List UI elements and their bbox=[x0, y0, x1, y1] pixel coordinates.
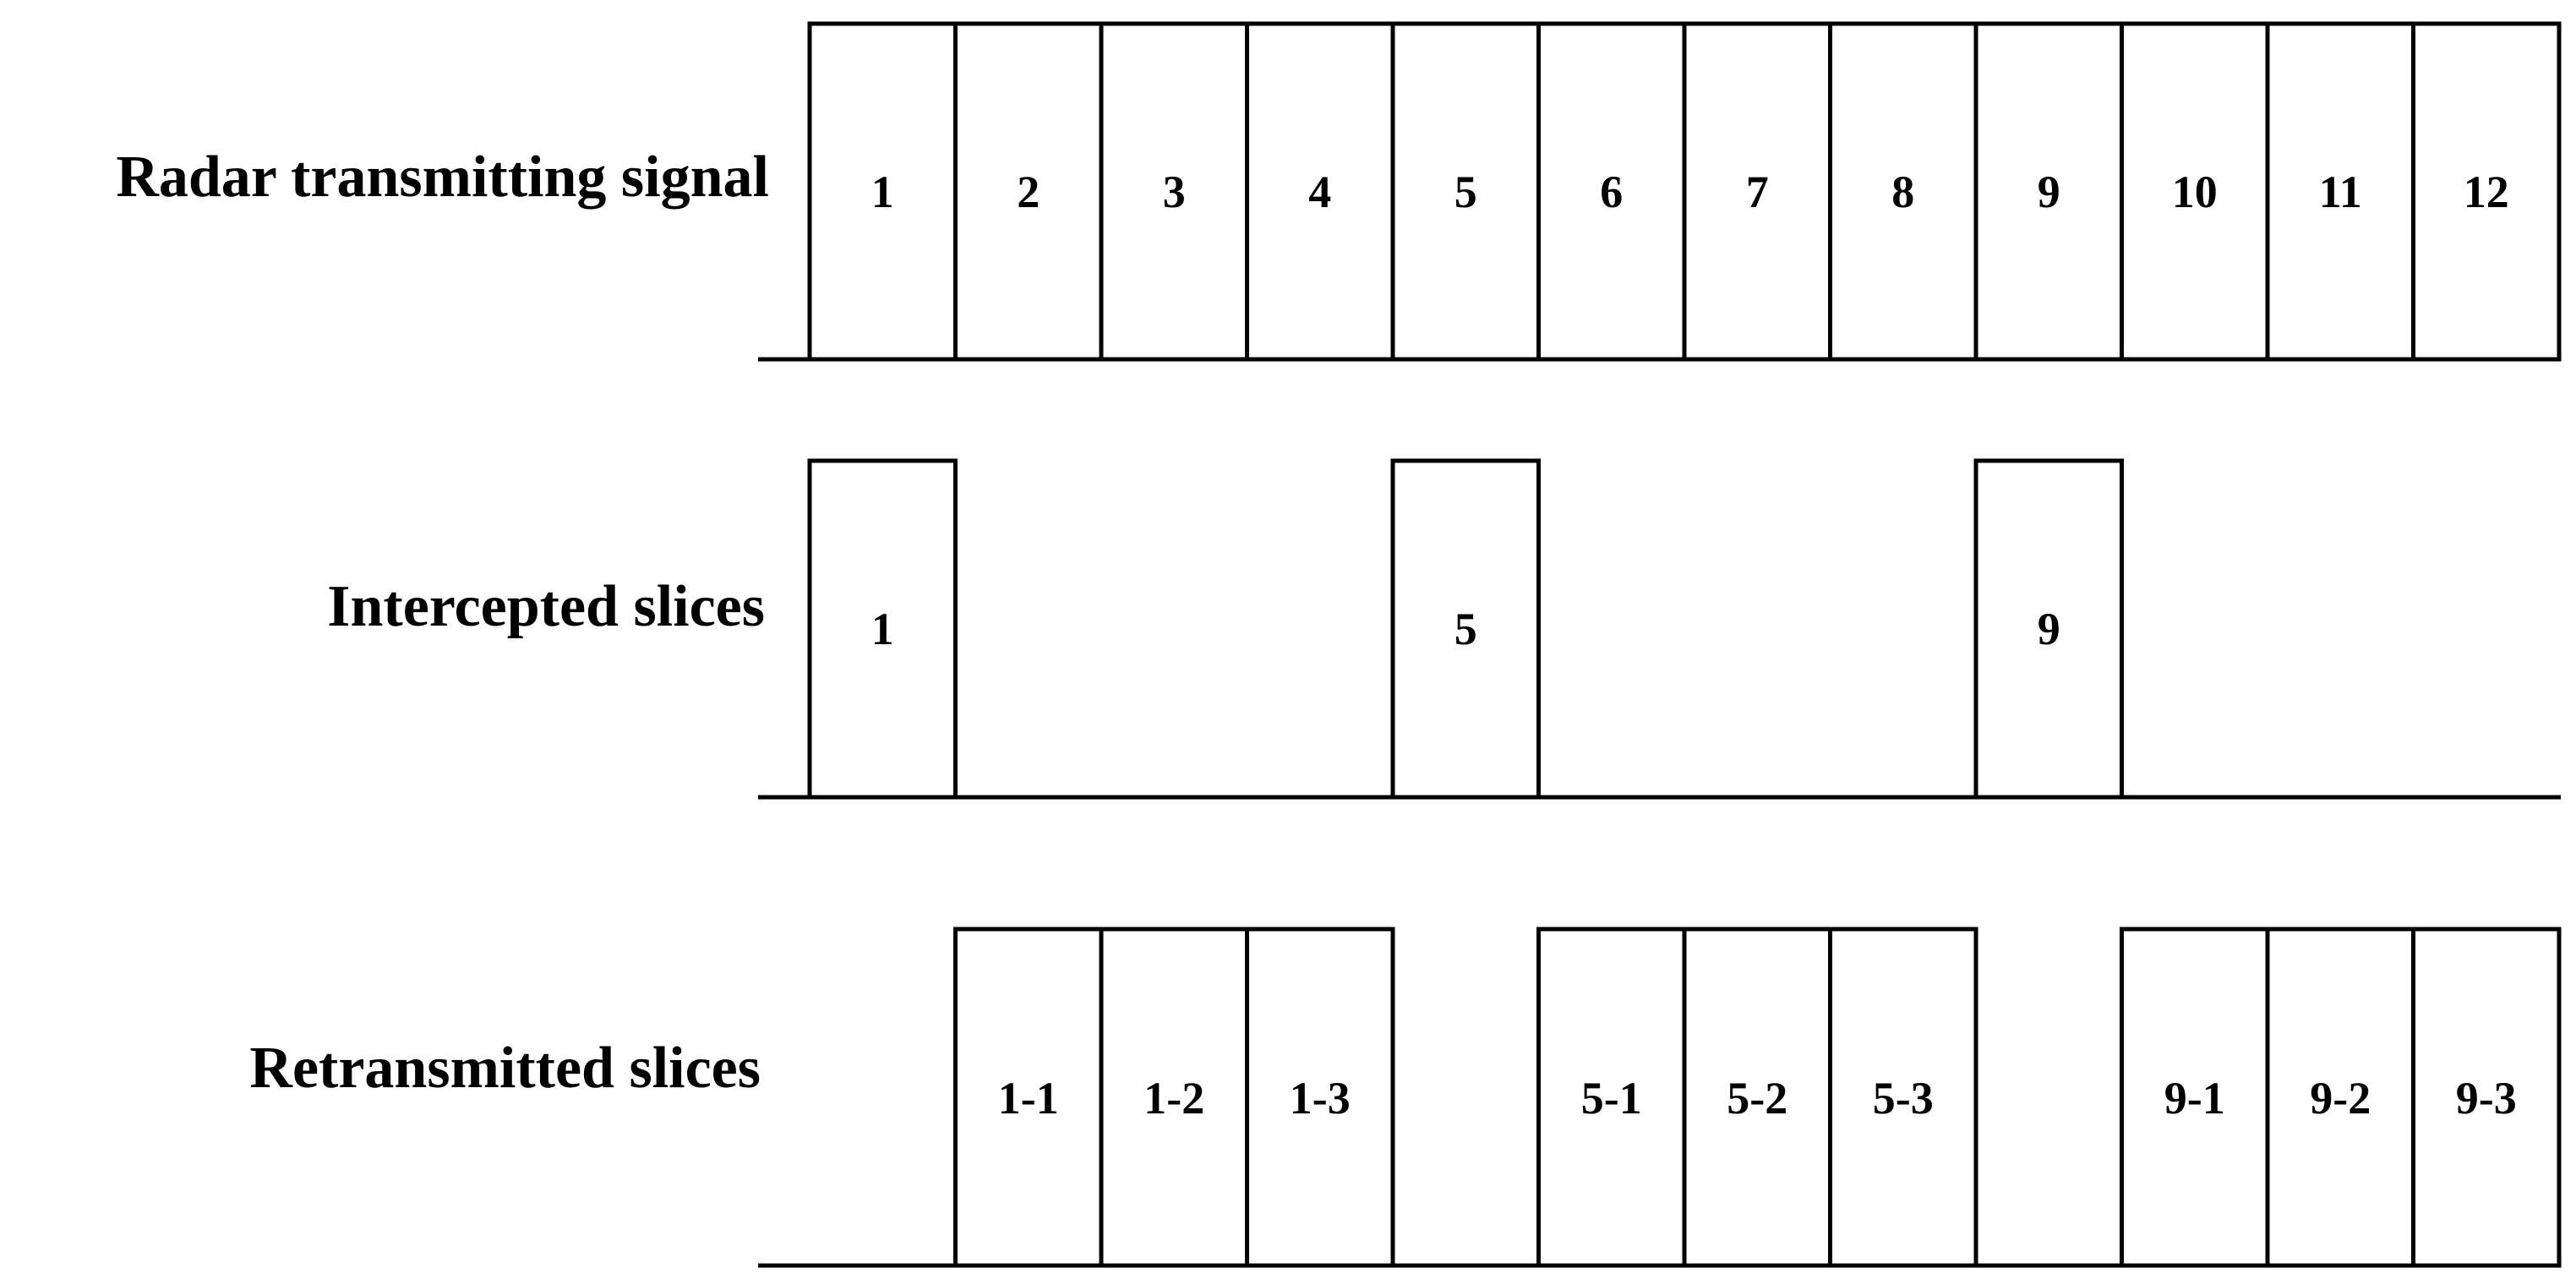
cell-label: 5 bbox=[1454, 604, 1477, 654]
cell-5: 5 bbox=[1390, 458, 1541, 800]
cell-label: 2 bbox=[1017, 167, 1040, 217]
cell-8: 8 bbox=[1828, 21, 1978, 362]
cell-label: 9-2 bbox=[2310, 1073, 2371, 1124]
cell-box bbox=[1828, 927, 1978, 1268]
row-label-retransmitted-slices: Retransmitted slices bbox=[249, 1036, 761, 1101]
cell-box bbox=[2411, 21, 2562, 362]
cell-label: 9-1 bbox=[2164, 1073, 2225, 1124]
cell-box bbox=[953, 21, 1104, 362]
cell-5-2: 5-2 bbox=[1682, 927, 1832, 1268]
cell-5: 5 bbox=[1390, 21, 1541, 362]
cell-label: 1 bbox=[871, 167, 894, 217]
cell-label: 9-3 bbox=[2456, 1073, 2517, 1124]
cell-9-3: 9-3 bbox=[2411, 927, 2562, 1268]
cell-box bbox=[1099, 21, 1249, 362]
cell-9: 9 bbox=[1973, 458, 2124, 800]
cell-box bbox=[953, 927, 1104, 1268]
cells-intercepted-slices: 1 5 9 bbox=[807, 458, 2124, 800]
cell-9-2: 9-2 bbox=[2265, 927, 2415, 1268]
cell-label: 9 bbox=[2038, 604, 2060, 654]
cells-retransmitted-slices: 1-1 1-2 1-3 5-1 5-2 5-3 9-1 9-2 9-3 bbox=[953, 927, 2562, 1268]
cell-label: 1 bbox=[871, 604, 894, 654]
cell-label: 3 bbox=[1163, 167, 1186, 217]
cell-label: 5 bbox=[1454, 167, 1477, 217]
cell-label: 5-3 bbox=[1873, 1073, 1934, 1124]
cell-label: 1-2 bbox=[1143, 1073, 1204, 1124]
cell-10: 10 bbox=[2120, 21, 2270, 362]
cell-label: 1-1 bbox=[998, 1073, 1059, 1124]
cell-label: 1-3 bbox=[1290, 1073, 1351, 1124]
cell-box bbox=[1973, 21, 2124, 362]
cell-label: 11 bbox=[2319, 167, 2362, 217]
cell-2: 2 bbox=[953, 21, 1104, 362]
cell-7: 7 bbox=[1682, 21, 1832, 362]
cell-1-3: 1-3 bbox=[1245, 927, 1395, 1268]
cell-label: 6 bbox=[1600, 167, 1623, 217]
cell-box bbox=[2265, 927, 2415, 1268]
cell-label: 7 bbox=[1746, 167, 1769, 217]
cell-box bbox=[1536, 927, 1687, 1268]
cell-label: 5-2 bbox=[1727, 1073, 1787, 1124]
cell-4: 4 bbox=[1245, 21, 1395, 362]
cell-5-1: 5-1 bbox=[1536, 927, 1687, 1268]
row-label-radar-signal: Radar transmitting signal bbox=[116, 145, 769, 210]
cell-box bbox=[2265, 21, 2415, 362]
cell-5-3: 5-3 bbox=[1828, 927, 1978, 1268]
cell-box bbox=[807, 458, 958, 800]
cell-9: 9 bbox=[1973, 21, 2124, 362]
cell-box bbox=[2120, 927, 2270, 1268]
cell-11: 11 bbox=[2265, 21, 2415, 362]
cell-box bbox=[2411, 927, 2562, 1268]
cell-3: 3 bbox=[1099, 21, 1249, 362]
cell-12: 12 bbox=[2411, 21, 2562, 362]
cell-box bbox=[1099, 927, 1249, 1268]
cell-1: 1 bbox=[807, 21, 958, 362]
cell-box bbox=[1390, 458, 1541, 800]
row-retransmitted-slices: Retransmitted slices 1-1 1-2 1-3 5-1 5-2 5-3 9… bbox=[249, 927, 2562, 1268]
cell-box bbox=[2120, 21, 2270, 362]
cell-1-2: 1-2 bbox=[1099, 927, 1249, 1268]
cell-label: 5-1 bbox=[1581, 1073, 1642, 1124]
cell-label: 12 bbox=[2464, 167, 2509, 217]
cell-label: 4 bbox=[1308, 167, 1331, 217]
cell-6: 6 bbox=[1536, 21, 1687, 362]
cell-label: 8 bbox=[1891, 167, 1914, 217]
cell-box bbox=[1536, 21, 1687, 362]
cell-1-1: 1-1 bbox=[953, 927, 1104, 1268]
cell-1: 1 bbox=[807, 458, 958, 800]
row-intercepted-slices: Intercepted slices 1 5 9 bbox=[327, 458, 2561, 800]
cell-box bbox=[1973, 458, 2124, 800]
cell-label: 10 bbox=[2172, 167, 2218, 217]
cell-9-1: 9-1 bbox=[2120, 927, 2270, 1268]
cell-box bbox=[1245, 927, 1395, 1268]
cell-label: 9 bbox=[2038, 167, 2060, 217]
row-label-intercepted-slices: Intercepted slices bbox=[327, 574, 765, 639]
